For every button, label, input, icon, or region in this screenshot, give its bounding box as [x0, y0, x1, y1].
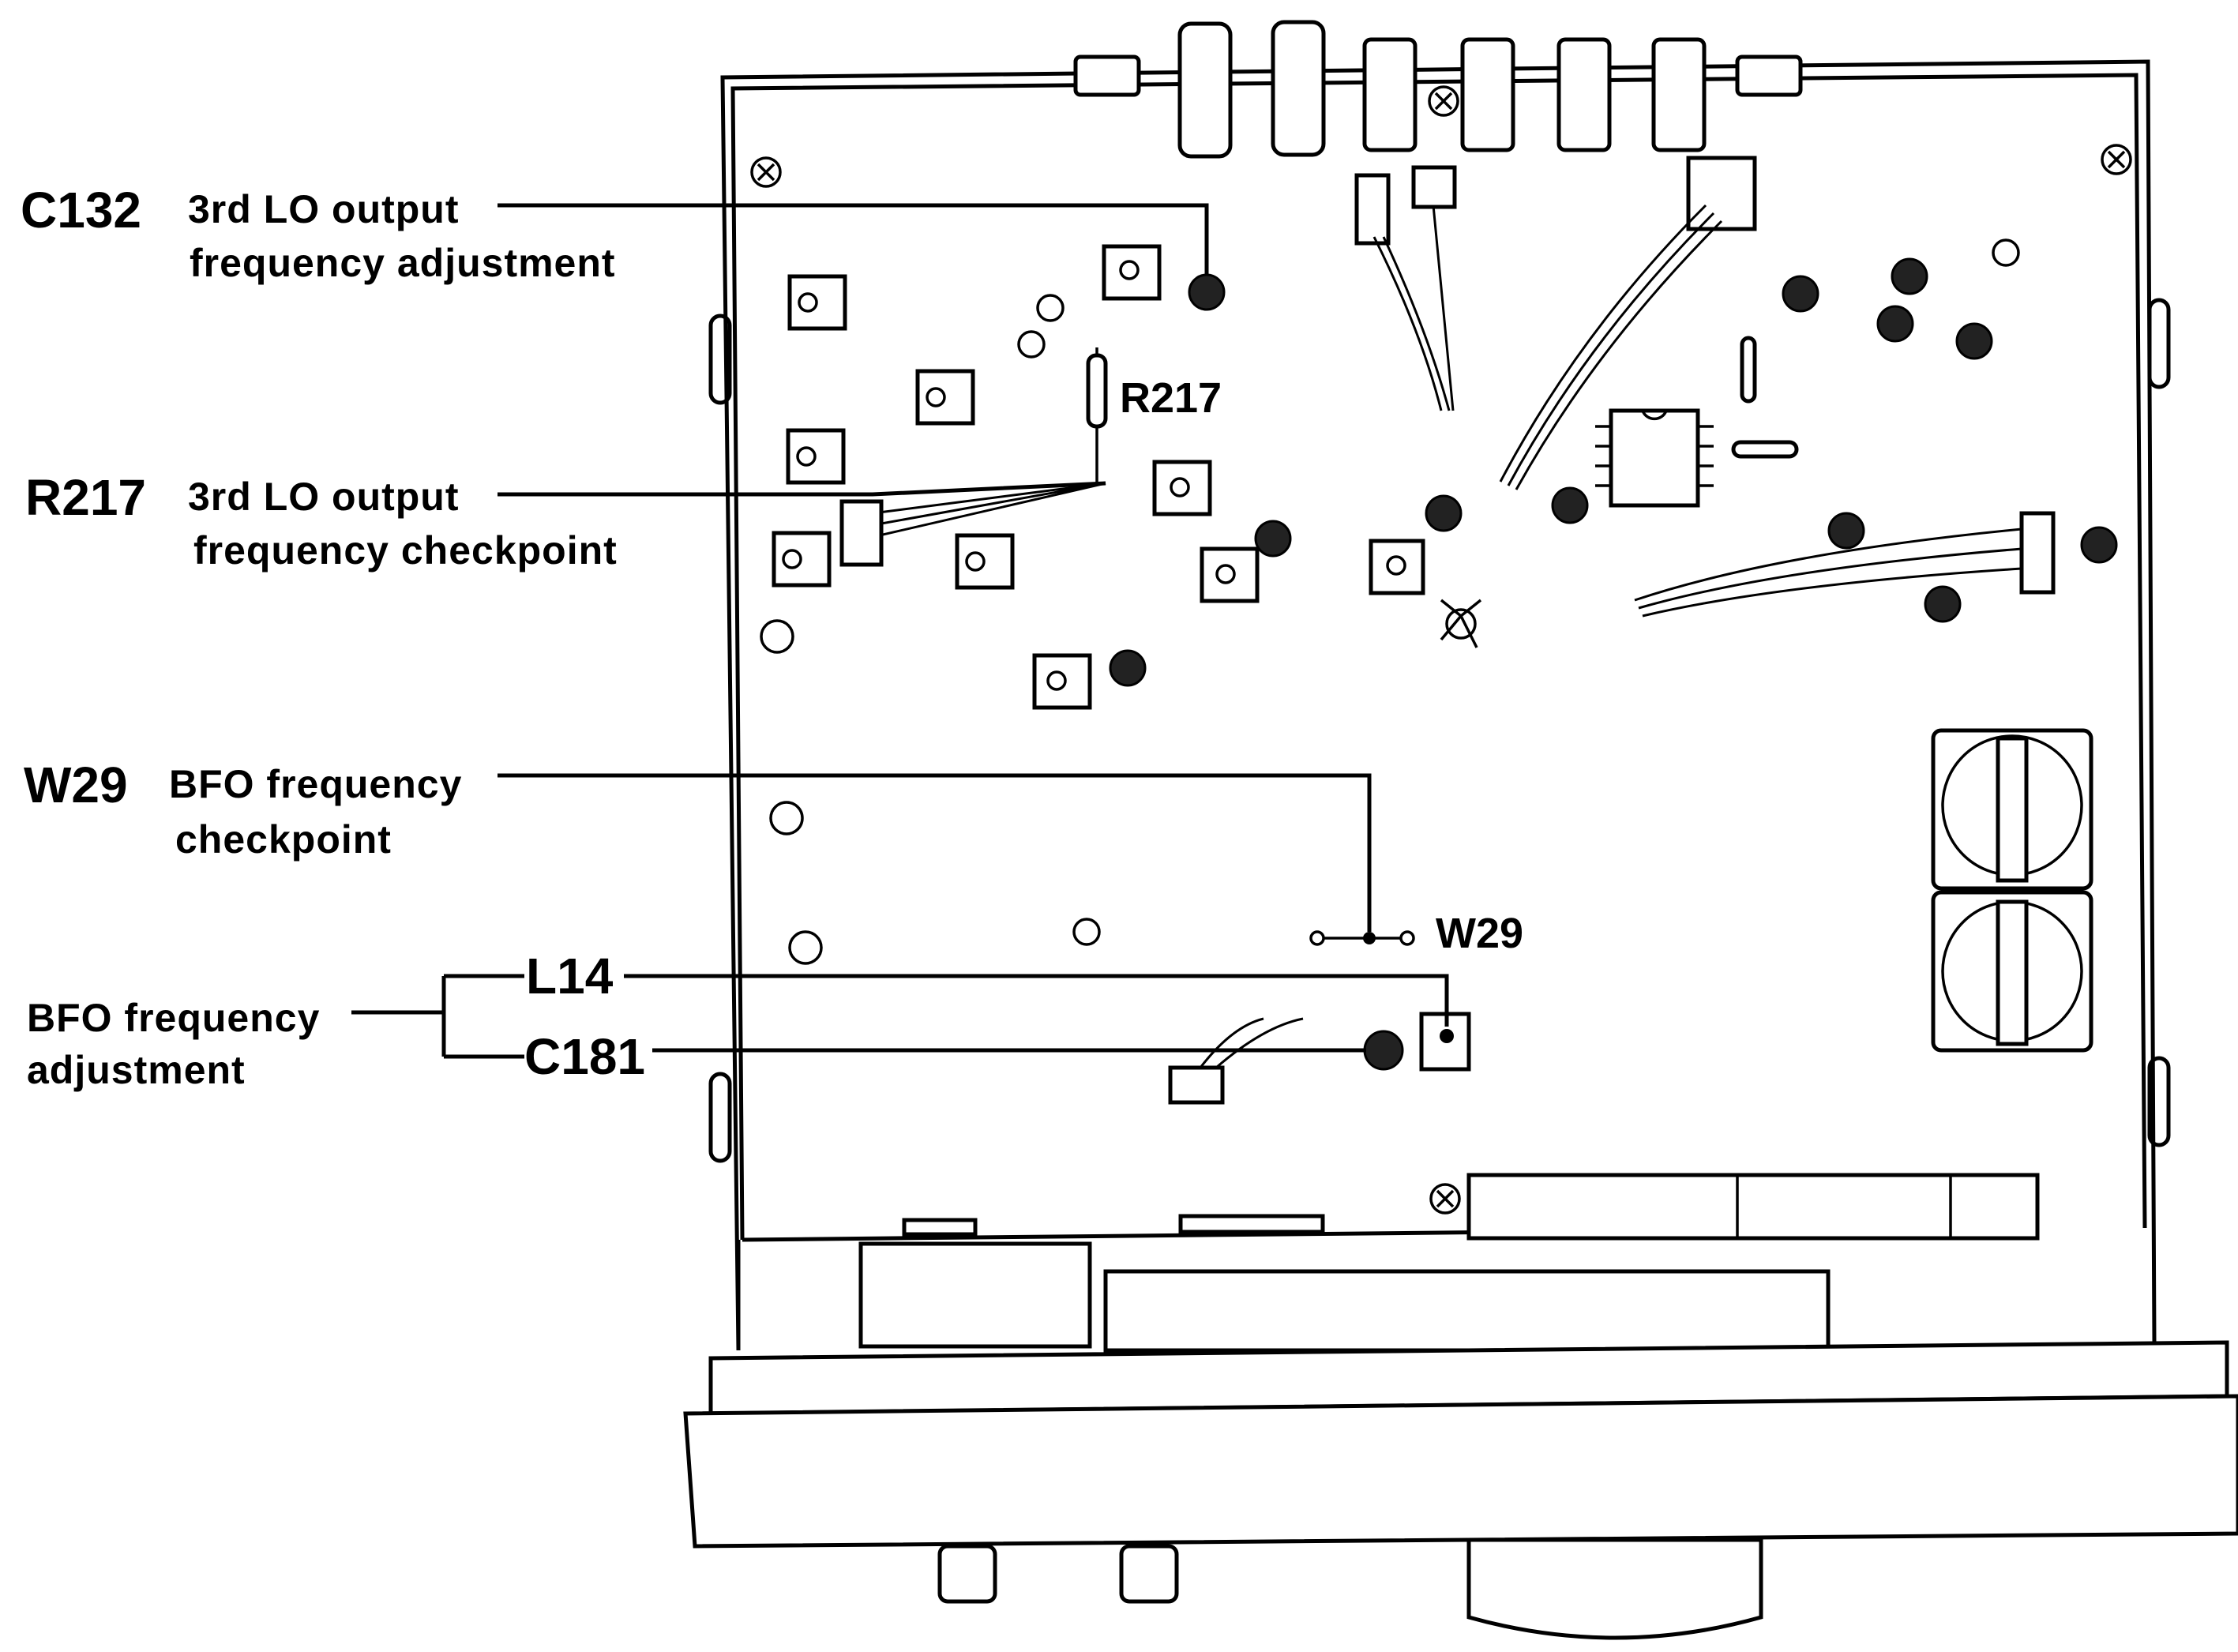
- bfo-desc-line-1: BFO frequency: [27, 996, 320, 1040]
- r217-resistor: [839, 347, 1108, 567]
- r217-code: R217: [25, 469, 146, 526]
- coil-cans: [772, 244, 1471, 1072]
- c132-code: C132: [21, 182, 141, 238]
- board-label-r217: R217: [1120, 374, 1222, 422]
- trimmer-caps: [1109, 257, 2118, 1071]
- leader-lines: [351, 203, 1449, 1059]
- right-blocks: [1931, 728, 2093, 1053]
- callout-w29: W29 BFO frequency checkpoint: [24, 757, 462, 862]
- bottom-rail: [1466, 1173, 2040, 1241]
- callout-c132: C132 3rd LO output frequency adjustment: [21, 182, 616, 285]
- l14-code: L14: [526, 948, 614, 1004]
- w29-code: W29: [24, 757, 128, 813]
- w29-desc-line-2: checkpoint: [175, 817, 392, 862]
- front-panel: [683, 1214, 2238, 1640]
- w29-desc-line-1: BFO frequency: [169, 762, 462, 806]
- wire-harnesses: [1168, 156, 2056, 1105]
- c132-desc-line-2: frequency adjustment: [190, 241, 616, 285]
- misc-parts: [1440, 336, 1799, 648]
- chassis-outline: [708, 59, 2171, 1351]
- w29-checkpoint: [1309, 930, 1415, 946]
- r217-desc-line-2: frequency checkpoint: [193, 528, 618, 573]
- top-connectors: [1073, 20, 1803, 159]
- bfo-desc-line-2: adjustment: [27, 1048, 246, 1092]
- board-label-w29: W29: [1436, 910, 1523, 957]
- c181-code: C181: [524, 1028, 645, 1085]
- callout-bfo-adjustment: BFO frequency adjustment L14 C181: [27, 948, 645, 1092]
- ic-chip: [1595, 408, 1714, 508]
- c132-desc-line-1: 3rd LO output: [188, 187, 460, 231]
- callout-r217: R217 3rd LO output frequency checkpoint: [25, 469, 618, 573]
- standoffs: [760, 238, 2020, 965]
- r217-desc-line-1: 3rd LO output: [188, 475, 460, 519]
